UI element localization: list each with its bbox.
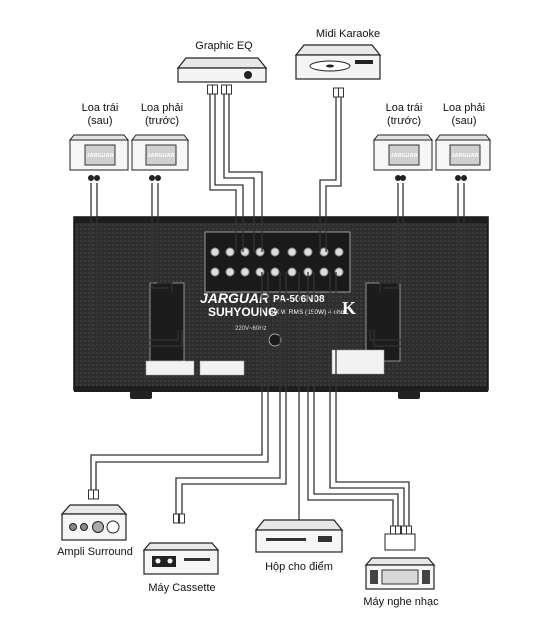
graphic-eq-device [176, 57, 268, 83]
label-may-nghe-nhac: Máy nghe nhạc [363, 596, 439, 608]
midi-karaoke-device [294, 44, 382, 80]
label-speaker-1-line2: (sau) [87, 115, 113, 127]
label-speaker-3-line1: Loa trái [385, 102, 423, 114]
cable-plugs [88, 84, 412, 536]
label-speaker-2-line2: (trước) [144, 115, 180, 127]
input-jacks [210, 247, 344, 277]
scoring-box-device [254, 519, 344, 553]
ampli-surround-device [60, 504, 128, 541]
speaker-brand-2: JARGUAR [147, 153, 174, 159]
amplifier-rear-panel [73, 216, 489, 399]
label-speaker-3: Loa trái (trước) [376, 102, 432, 128]
cables [90, 85, 465, 532]
label-graphic-eq: Graphic EQ [195, 40, 253, 52]
amp-voltage: 220V~60Hz [235, 326, 267, 332]
amp-logo-mark: K [342, 298, 356, 318]
label-speaker-1-line1: Loa trái [81, 102, 119, 114]
music-player-device [364, 533, 436, 590]
label-ampli-surround: Ampli Surround [57, 546, 133, 558]
label-speaker-2-line1: Loa phải [140, 102, 184, 114]
label-speaker-2: Loa phải (trước) [134, 102, 190, 128]
right-speaker-terminal [365, 282, 401, 362]
speaker-right-front [130, 134, 190, 181]
speaker-right-rear [434, 134, 492, 181]
label-speaker-1: Loa trái (sau) [72, 102, 128, 128]
cassette-device [142, 542, 220, 575]
label-speaker-4: Loa phải (sau) [436, 102, 492, 128]
label-speaker-3-line2: (trước) [386, 115, 422, 127]
speaker-brand-1: JARGUAR [86, 153, 113, 159]
speaker-left-front [372, 134, 434, 181]
amp-brand: JARGUAR [200, 290, 270, 306]
left-speaker-terminal [149, 282, 185, 362]
label-speaker-4-line1: Loa phải [442, 102, 486, 114]
label-may-cassette: Máy Cassette [148, 582, 216, 594]
speaker-brand-3: JARGUAR [390, 153, 417, 159]
label-speaker-4-line2: (sau) [451, 115, 477, 127]
speaker-left-rear [68, 134, 130, 181]
knob-icon [244, 71, 252, 79]
label-midi-karaoke: Midi Karaoke [315, 28, 381, 40]
amp-sub-brand: SUHYOUNG [208, 305, 277, 319]
label-hop-cho-diem: Hộp cho điểm [265, 561, 333, 573]
speaker-brand-4: JARGUAR [451, 153, 478, 159]
